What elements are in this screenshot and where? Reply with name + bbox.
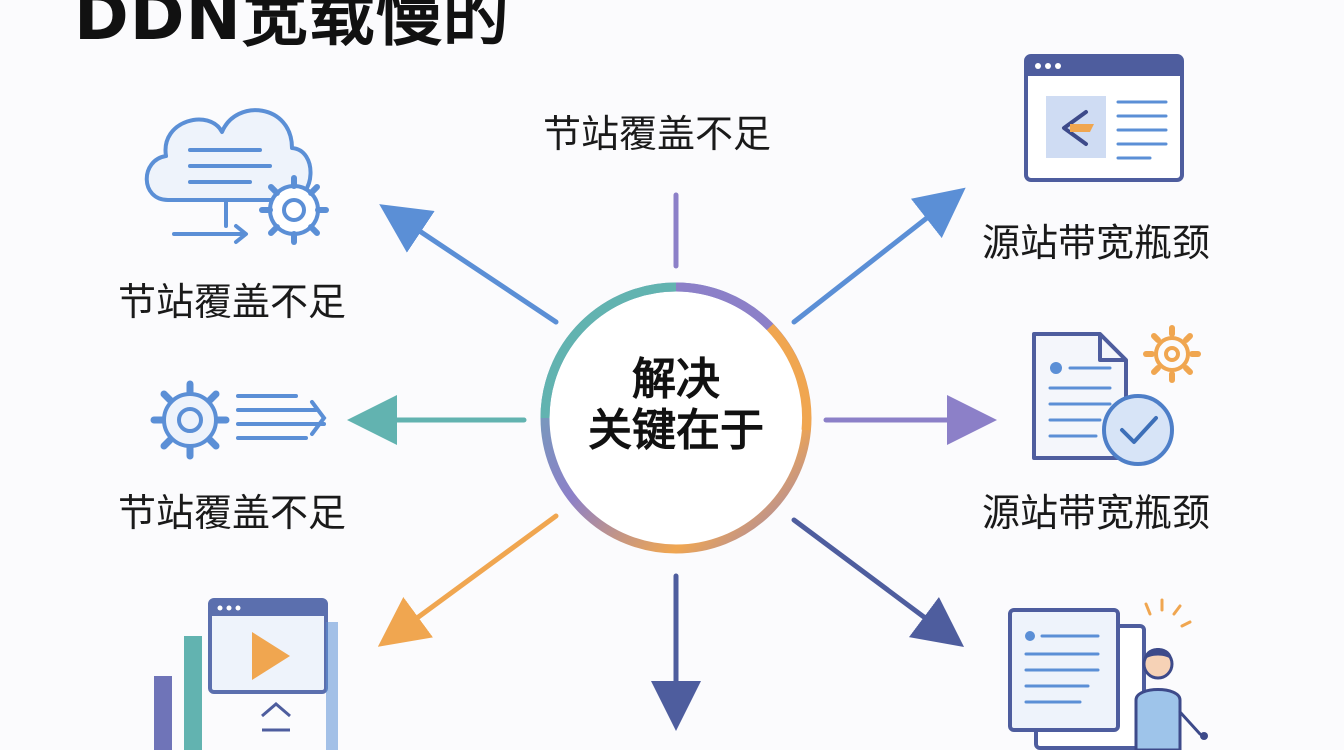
page-title: DDN宽载慢的 [74,0,510,55]
label-upper-left: 节站覆盖不足 [118,280,347,324]
label-top: 节站覆盖不足 [543,112,772,156]
label-mid-right: 源站带宽瓶颈 [982,491,1211,535]
label-upper-right: 源站带宽瓶颈 [982,221,1211,265]
document-gear-check-icon [1032,325,1201,466]
cloud-server-gear-icon [144,108,329,245]
document-person-icon [1008,598,1208,750]
gear-speed-lines-icon [150,380,327,460]
arrow-upper-left [379,204,559,325]
arrow-lower-left [377,513,559,647]
center-label-line2: 关键在于 [588,404,764,456]
center-label-line1: 解决 [632,354,720,405]
browser-window-icon [1024,54,1184,182]
label-mid-left: 节站覆盖不足 [118,491,347,535]
center-ring [540,282,812,554]
arrow-upper-right [791,187,966,325]
arrow-lower-right [791,517,965,647]
video-player-bars-icon [154,598,338,750]
center-label: 解决 关键在于 [560,354,792,456]
